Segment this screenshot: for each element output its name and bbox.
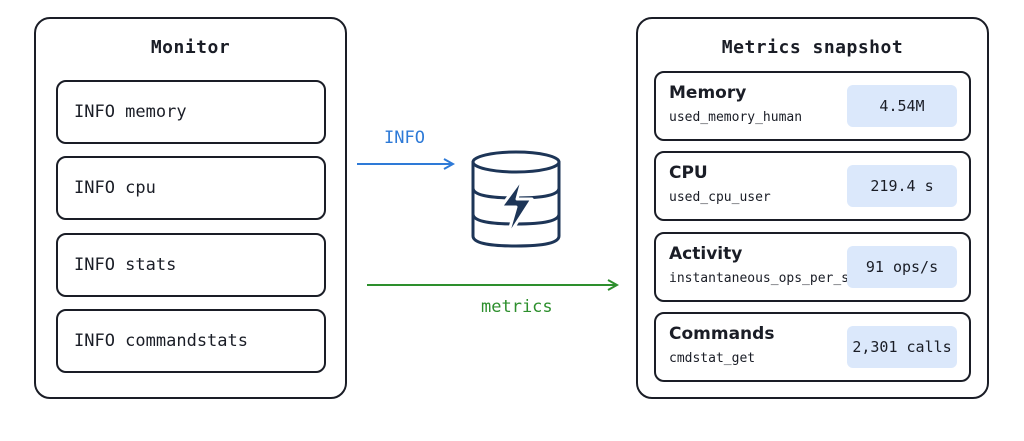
command-info-cpu[interactable]: INFO cpu xyxy=(56,156,326,220)
response-label: metrics xyxy=(481,297,553,317)
command-info-memory[interactable]: INFO memory xyxy=(56,80,326,144)
metric-card-memory: Memory used_memory_human 4.54M xyxy=(654,71,971,141)
metric-card-commands: Commands cmdstat_get 2,301 calls xyxy=(654,312,971,382)
metric-key: instantaneous_ops_per_sec xyxy=(669,271,865,286)
metric-value: 2,301 calls xyxy=(847,326,957,368)
metric-label: CPU xyxy=(669,163,708,183)
metric-label: Activity xyxy=(669,244,743,264)
metrics-snapshot-panel: Metrics snapshot Memory used_memory_huma… xyxy=(636,17,989,399)
metric-card-cpu: CPU used_cpu_user 219.4 s xyxy=(654,151,971,221)
metric-key: used_cpu_user xyxy=(669,190,771,205)
metric-value: 4.54M xyxy=(847,85,957,127)
metrics-snapshot-title: Metrics snapshot xyxy=(721,37,904,58)
database-lightning-icon xyxy=(471,150,561,248)
request-label: INFO xyxy=(384,128,425,148)
metric-key: used_memory_human xyxy=(669,110,803,125)
metric-label: Memory xyxy=(669,83,747,103)
monitor-panel: Monitor INFO memory INFO cpu INFO stats … xyxy=(34,17,347,399)
metric-card-activity: Activity instantaneous_ops_per_sec 91 op… xyxy=(654,232,971,302)
command-info-commandstats[interactable]: INFO commandstats xyxy=(56,309,326,373)
metric-label: Commands xyxy=(669,324,775,344)
metric-value: 219.4 s xyxy=(847,165,957,207)
command-info-stats[interactable]: INFO stats xyxy=(56,233,326,297)
metric-key: cmdstat_get xyxy=(669,351,756,366)
metric-value: 91 ops/s xyxy=(847,246,957,288)
monitor-title: Monitor xyxy=(150,37,231,58)
